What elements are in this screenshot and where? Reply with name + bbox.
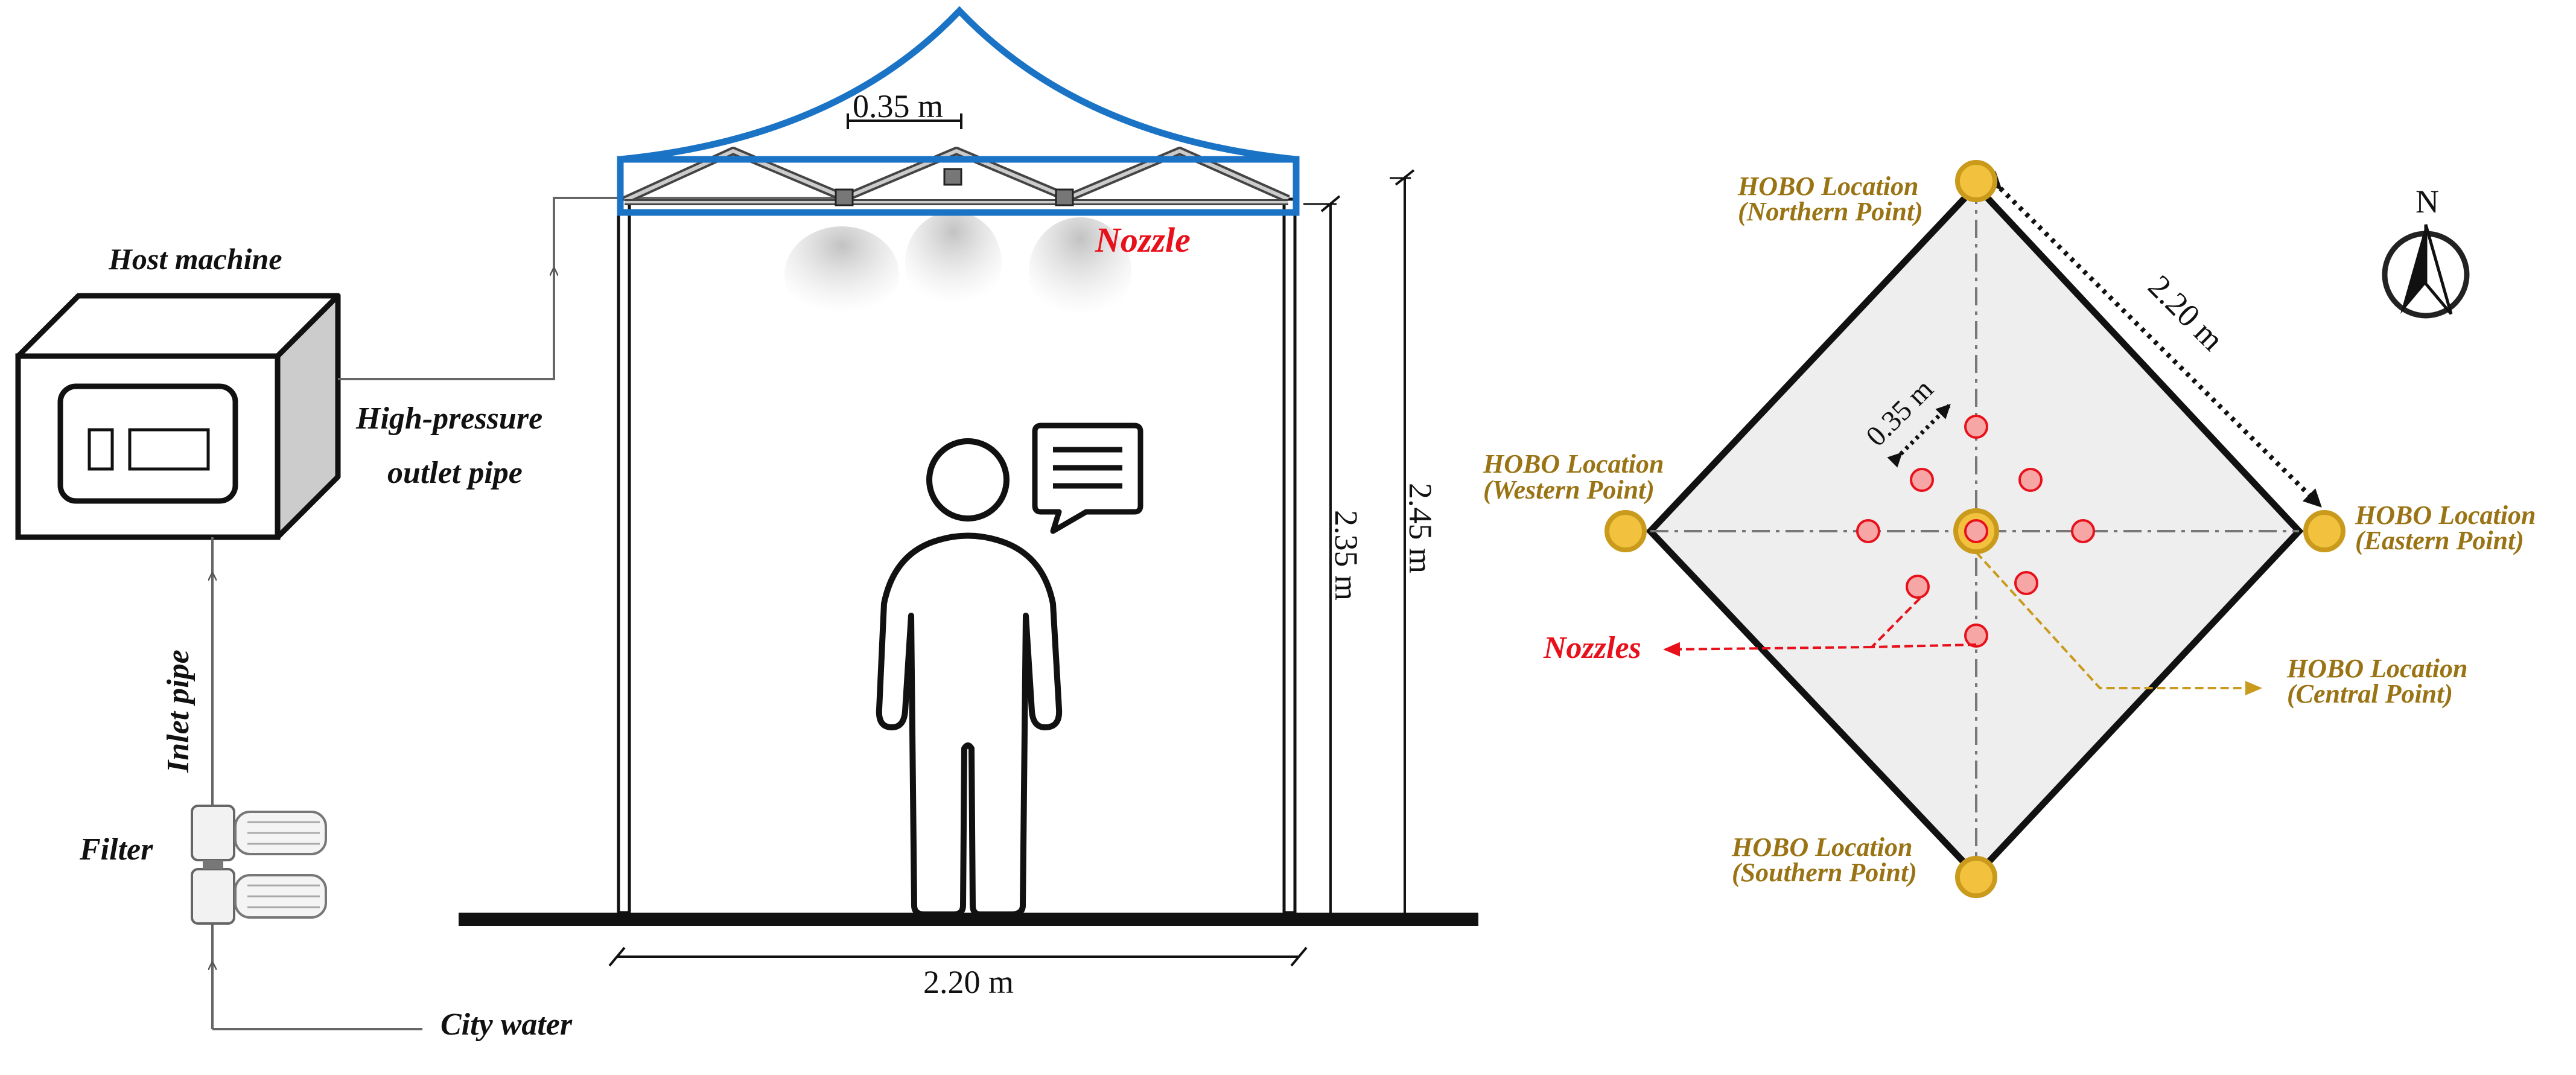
roof-truss [623, 147, 1290, 205]
high-pressure-label-line1: High-pressure [355, 401, 542, 436]
water-supply-section: Host machine High-pressure outlet pipe I… [15, 197, 848, 1042]
width-label: 2.20 m [923, 964, 1014, 1000]
hobo-east-line1: HOBO Location [2355, 500, 2536, 530]
host-machine [15, 293, 341, 540]
high-pressure-label-line2: outlet pipe [387, 456, 523, 490]
nozzle-spacing-label: 0.35 m [853, 88, 943, 124]
hobo-sensors [1604, 160, 2345, 898]
hobo-north-line1: HOBO Location [1737, 171, 1918, 201]
city-water-label: City water [440, 1007, 573, 1042]
high-pressure-pipe [338, 197, 848, 380]
plan-view: 2.20 m 0.35 m Nozzles [1483, 160, 2536, 898]
tent-posts [617, 197, 1297, 914]
hobo-north-line2: (Northern Point) [1738, 197, 1923, 226]
hobo-central-line2: (Central Point) [2287, 679, 2453, 709]
host-machine-label: Host machine [108, 242, 282, 276]
plan-nozzles [1856, 415, 2095, 648]
hobo-east-line2: (Eastern Point) [2355, 526, 2524, 555]
north-label: N [2415, 183, 2439, 220]
nozzles-label: Nozzles [1543, 631, 1641, 665]
blue-canopy-frame [617, 6, 1300, 216]
hobo-west-line2: (Western Point) [1483, 475, 1655, 505]
height-inner-label: 2.35 m [1328, 510, 1364, 601]
hobo-south-line1: HOBO Location [1731, 832, 1912, 862]
inlet-pipe-label: Inlet pipe [161, 649, 196, 773]
hobo-central-line1: HOBO Location [2286, 654, 2467, 683]
tent-elevation: 0.35 m Nozzle 2.35 m 2.45 m 2.20 m [459, 6, 1478, 1000]
filter [191, 805, 327, 925]
person-icon [876, 438, 1063, 917]
filter-label: Filter [79, 832, 153, 867]
hobo-west-line1: HOBO Location [1483, 449, 1664, 479]
nozzle-label: Nozzle [1095, 220, 1191, 260]
central-hobo-leader [1975, 551, 2262, 695]
height-outer-label: 2.45 m [1402, 483, 1439, 573]
hobo-south-line2: (Southern Point) [1732, 858, 1917, 887]
speech-bubble-icon [1032, 423, 1143, 534]
ground-line [459, 913, 1478, 926]
north-arrow-icon: N [2382, 183, 2470, 319]
tent-nozzles [784, 168, 1131, 326]
